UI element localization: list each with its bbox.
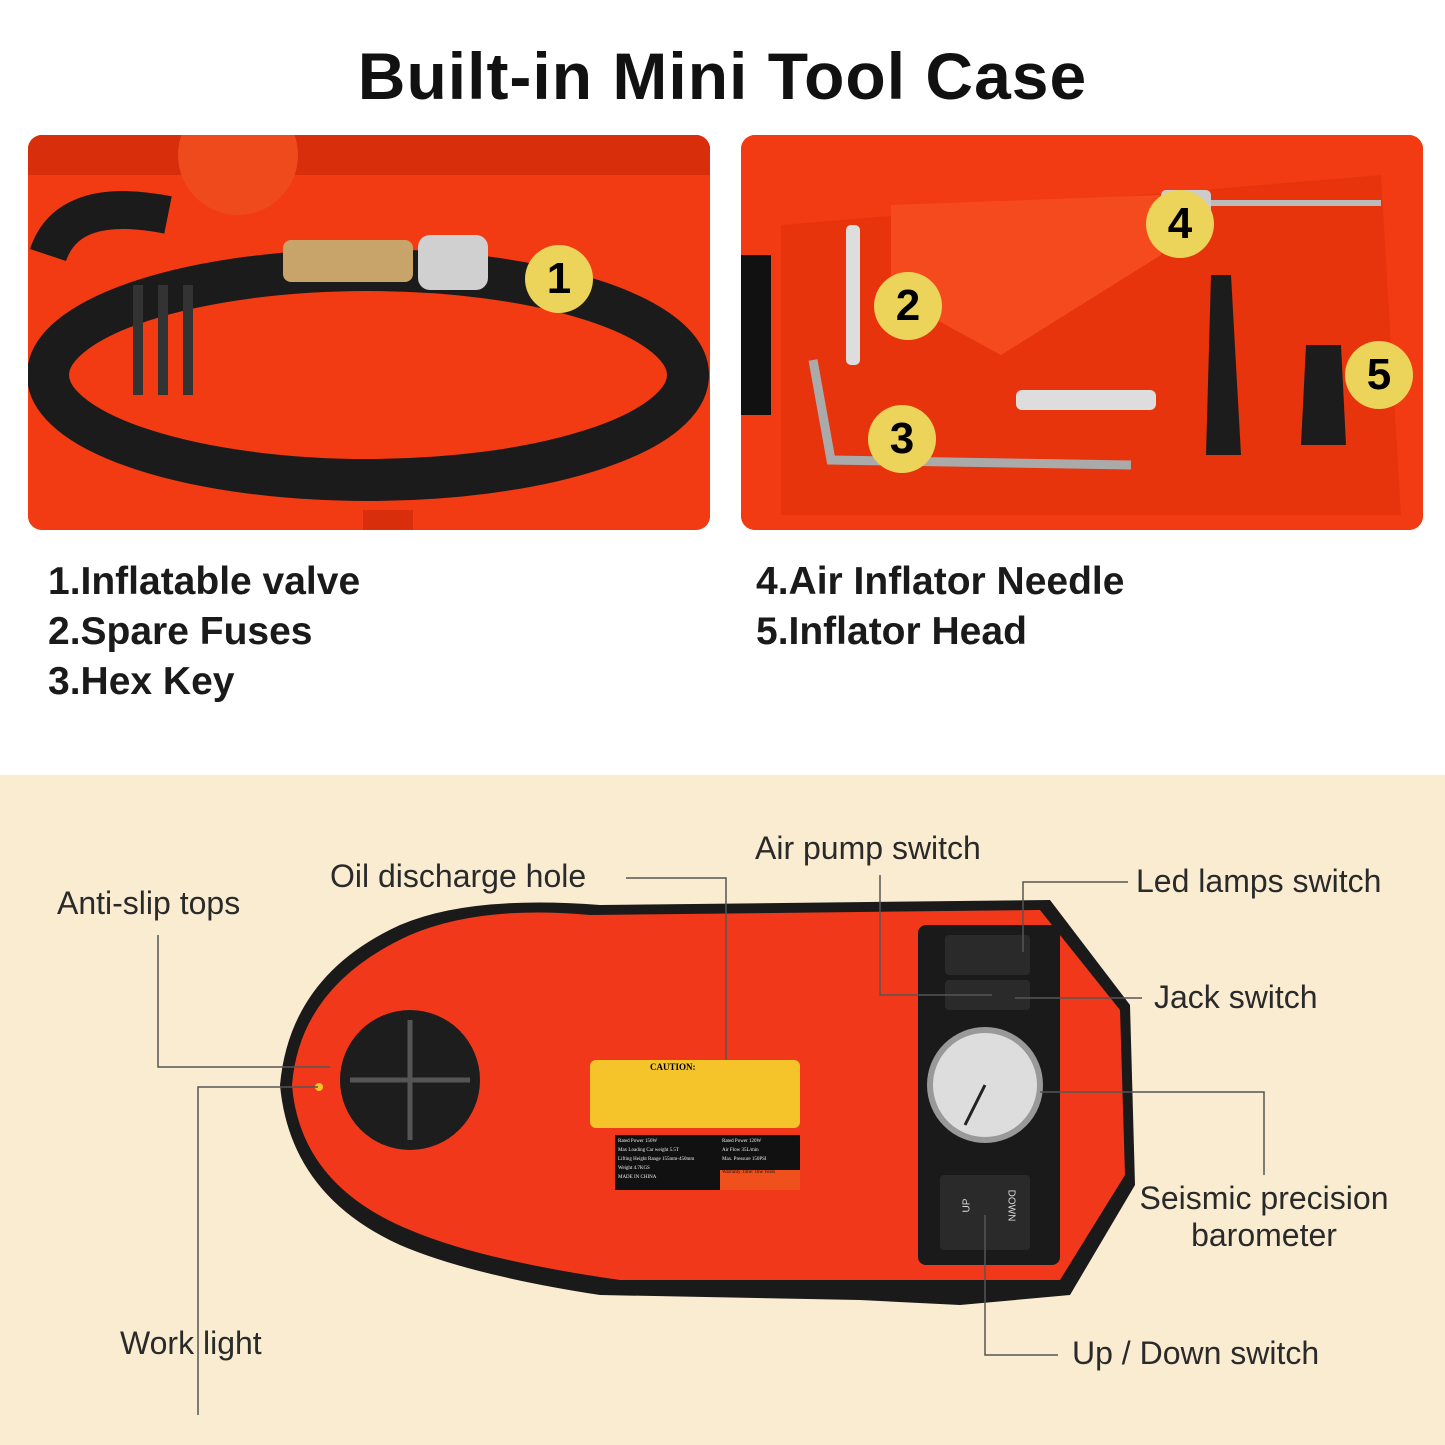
callout-barometer-line1: Seismic precision bbox=[1139, 1180, 1389, 1216]
down-label: DOWN bbox=[1005, 1189, 1017, 1222]
photo-tool-case: 2 3 4 5 bbox=[741, 135, 1423, 530]
item-hex-key: 3.Hex Key bbox=[48, 660, 235, 703]
callout-anti-slip-tops: Anti-slip tops bbox=[57, 885, 241, 921]
item-spare-fuses: 2.Spare Fuses bbox=[48, 610, 313, 653]
callout-led-lamps-switch: Led lamps switch bbox=[1136, 863, 1382, 899]
spec-label: Max. Pressure bbox=[722, 1157, 751, 1162]
spec-label: Max Loading Car weight bbox=[618, 1148, 669, 1153]
item-inflatable-valve: 1.Inflatable valve bbox=[48, 560, 361, 603]
item-list-left: 1.Inflatable valve 2.Spare Fuses 3.Hex K… bbox=[48, 557, 360, 707]
spec-label: Lifting Height Range bbox=[618, 1157, 661, 1162]
callout-air-pump-switch: Air pump switch bbox=[755, 830, 981, 866]
spec-value: 5.5T bbox=[669, 1148, 679, 1153]
spec-value: 4.7KGS bbox=[633, 1166, 650, 1171]
badge-3: 3 bbox=[868, 405, 936, 473]
spec-value: 150W bbox=[644, 1139, 658, 1144]
spec-table-left: Rated Power 150W Max Loading Car weight … bbox=[618, 1137, 694, 1182]
spec-label: Air Flow bbox=[722, 1148, 741, 1153]
item-inflator-head: 5.Inflator Head bbox=[756, 610, 1027, 653]
badge-4: 4 bbox=[1146, 190, 1214, 258]
warranty-label: Warranty Time: One Years bbox=[722, 1170, 776, 1175]
photo-inflatable-valve: 1 bbox=[28, 135, 710, 530]
callout-barometer-line2: barometer bbox=[1191, 1217, 1337, 1253]
spec-label: Weight bbox=[618, 1166, 633, 1171]
page-title: Built-in Mini Tool Case bbox=[357, 39, 1088, 113]
callout-jack-switch: Jack switch bbox=[1154, 979, 1318, 1015]
device-diagram: CAUTION: Rated Power 150W Max Loading Ca… bbox=[0, 775, 1445, 1445]
spec-label: Rated Power bbox=[722, 1139, 748, 1144]
spec-value: 150PSI bbox=[751, 1157, 767, 1162]
up-label: UP bbox=[961, 1198, 973, 1213]
spec-value: 120W bbox=[748, 1139, 762, 1144]
spec-value: 35L/min bbox=[741, 1148, 759, 1153]
item-air-inflator-needle: 4.Air Inflator Needle bbox=[756, 560, 1125, 603]
callout-barometer: Seismic precision barometer bbox=[1126, 1180, 1402, 1254]
caution-title: CAUTION: bbox=[650, 1062, 696, 1072]
badge-1: 1 bbox=[525, 245, 593, 313]
badge-2: 2 bbox=[874, 272, 942, 340]
spec-value: 155mm-450mm bbox=[662, 1157, 695, 1162]
callout-work-light: Work light bbox=[120, 1325, 262, 1361]
made-in-label: MADE IN CHINA bbox=[618, 1175, 657, 1180]
spec-label: Rated Power bbox=[618, 1139, 644, 1144]
callout-oil-discharge-hole: Oil discharge hole bbox=[330, 858, 587, 894]
callout-up-down-switch: Up / Down switch bbox=[1072, 1335, 1320, 1371]
spec-table-right: Rated Power 120W Air Flow 35L/min Max. P… bbox=[722, 1137, 775, 1177]
badge-5: 5 bbox=[1345, 341, 1413, 409]
item-list-right: 4.Air Inflator Needle 5.Inflator Head bbox=[756, 557, 1124, 657]
